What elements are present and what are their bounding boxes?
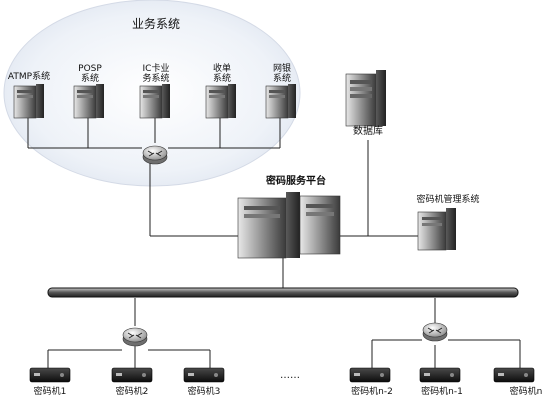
encryptor-device-icon-3 [183,367,225,383]
server-icon-management [417,208,456,251]
server-icon-online-banking [265,84,296,119]
router-icon-business [142,145,168,165]
encryptor-device-icon-n [493,367,535,383]
system-label-line2: 系统 [212,74,231,84]
management-label: 密码机管理系统 [416,195,480,205]
system-label-posp: POSP 系统 [70,64,110,84]
system-label-line2: 务系统 [142,74,170,84]
router-icon-left [122,327,148,347]
encryptor-device-icon-n-2 [349,367,391,383]
system-label-line2: 系统 [80,74,99,84]
router-icon-right [422,322,448,342]
encryptor-label-2: 密码机2 [115,387,149,397]
platform-label: 密码服务平台 [266,176,326,187]
encryptor-label-1: 密码机1 [33,387,67,397]
encryptor-label-3: 密码机3 [187,387,221,397]
connector-lines [27,118,521,370]
server-icon-ic-card [139,84,170,119]
encryptor-label-n-1: 密码机n-1 [421,387,463,397]
encryptor-label-n: 密码机n [509,387,543,397]
system-label-line1: IC卡业 [142,64,170,74]
encryptor-device-icon-2 [111,367,153,383]
system-label-acquiring: 收单 系统 [202,64,242,84]
system-label-line1: ATMP系统 [7,72,51,82]
server-icon-database [345,70,386,127]
server-icon-atmp [13,84,44,119]
ellipsis-label: …… [280,370,300,381]
server-icon-posp [73,84,104,119]
system-label-line1: 网银 [272,64,291,74]
server-icon-platform [237,192,341,259]
encryptor-label-n-2: 密码机n-2 [351,387,393,397]
system-label-atmp: ATMP系统 [4,72,54,82]
encryptor-device-icon-n-1 [419,367,461,383]
network-bus [47,287,519,298]
system-label-online-banking: 网银 系统 [262,64,302,84]
business-systems-title: 业务系统 [131,17,180,31]
system-label-ic-card: IC卡业 务系统 [134,64,178,84]
server-icon-acquiring [205,84,236,119]
encryptor-device-icon-1 [29,367,71,383]
system-label-line1: POSP [78,64,102,74]
system-label-line2: 系统 [272,74,291,84]
system-label-line1: 收单 [212,64,231,74]
database-label: 数据库 [353,126,383,137]
